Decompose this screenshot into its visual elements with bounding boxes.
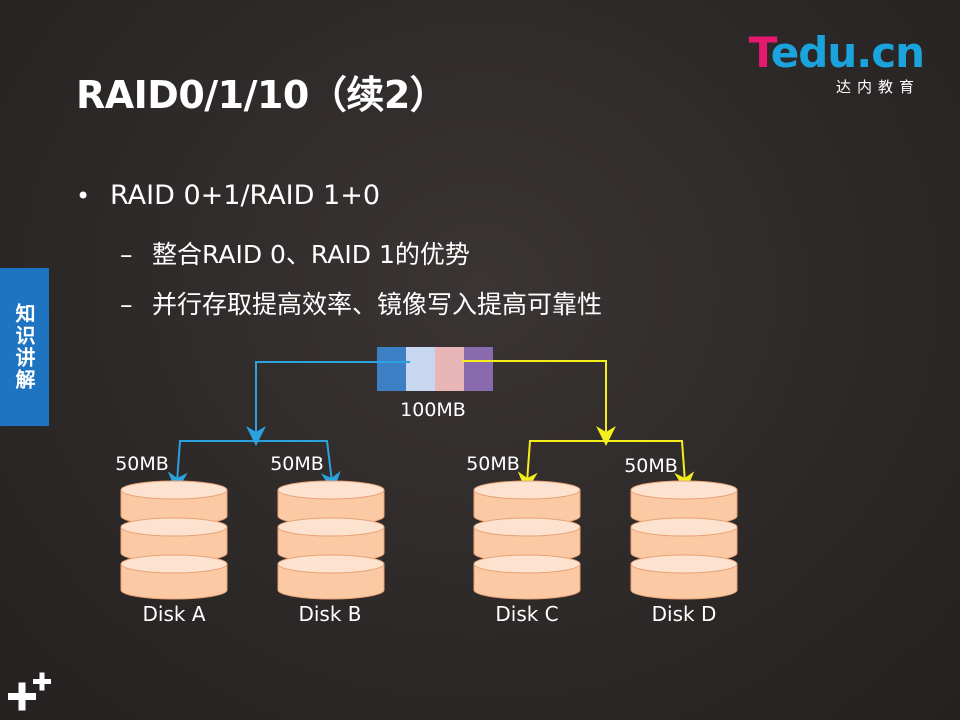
sub-bullet-2-text: 并行存取提高效率、镜像写入提高可靠性 [152, 290, 603, 319]
data-block [377, 347, 493, 391]
side-tab: 知识讲解 [0, 268, 49, 426]
bullet-main-text: RAID 0+1/RAID 1+0 [110, 180, 380, 211]
sub-bullet-2: –并行存取提高效率、镜像写入提高可靠性 [120, 285, 602, 321]
branch-label-a: 50MB [115, 453, 169, 475]
disk-platter [277, 554, 385, 600]
disk-platter [630, 554, 738, 600]
sub-bullet-1: –整合RAID 0、RAID 1的优势 [120, 235, 470, 271]
disk-platter [277, 517, 385, 563]
bullet-dot-icon: • [76, 182, 91, 210]
dash-icon: – [120, 240, 133, 269]
disk-stack-b [277, 480, 385, 600]
disk-platter [120, 554, 228, 600]
logo-letter-t: T [748, 28, 772, 77]
data-block-segment-2 [406, 347, 435, 391]
disk-label-b: Disk B [298, 602, 361, 626]
branch-label-d: 50MB [624, 455, 678, 477]
disk-label-c: Disk C [495, 602, 558, 626]
data-block-segment-3 [435, 347, 464, 391]
data-block-segment-1 [377, 347, 406, 391]
left-branch-arrows [167, 361, 410, 492]
dash-icon: – [120, 290, 133, 319]
disk-label-d: Disk D [652, 602, 717, 626]
plus-plus-icon [8, 672, 51, 711]
branch-label-b: 50MB [270, 453, 324, 475]
disk-platter [473, 554, 581, 600]
source-size-label: 100MB [400, 399, 466, 421]
logo-wordmark: Tedu.cn [748, 28, 925, 77]
disk-label-a: Disk A [143, 602, 206, 626]
disk-platter [120, 517, 228, 563]
logo-letters-rest: edu.cn [770, 28, 925, 77]
disk-platter [630, 517, 738, 563]
logo-subtitle: 达内教育 [835, 78, 920, 96]
disk-platter [630, 480, 738, 526]
bullet-main: • RAID 0+1/RAID 1+0 [76, 180, 380, 211]
disk-platter [473, 480, 581, 526]
sub-bullet-1-text: 整合RAID 0、RAID 1的优势 [152, 240, 470, 269]
disk-platter [277, 480, 385, 526]
disk-stack-c [473, 480, 581, 600]
branch-label-c: 50MB [466, 453, 520, 475]
disk-stack-d [630, 480, 738, 600]
data-block-segment-4 [464, 347, 493, 391]
disk-platter [473, 517, 581, 563]
right-branch-arrows [462, 360, 695, 492]
slide-title: RAID0/1/10（续2） [76, 73, 448, 117]
tedu-logo: Tedu.cn 达内教育 [744, 28, 925, 100]
disk-stack-a [120, 480, 228, 600]
side-tab-label: 知识讲解 [12, 303, 36, 391]
